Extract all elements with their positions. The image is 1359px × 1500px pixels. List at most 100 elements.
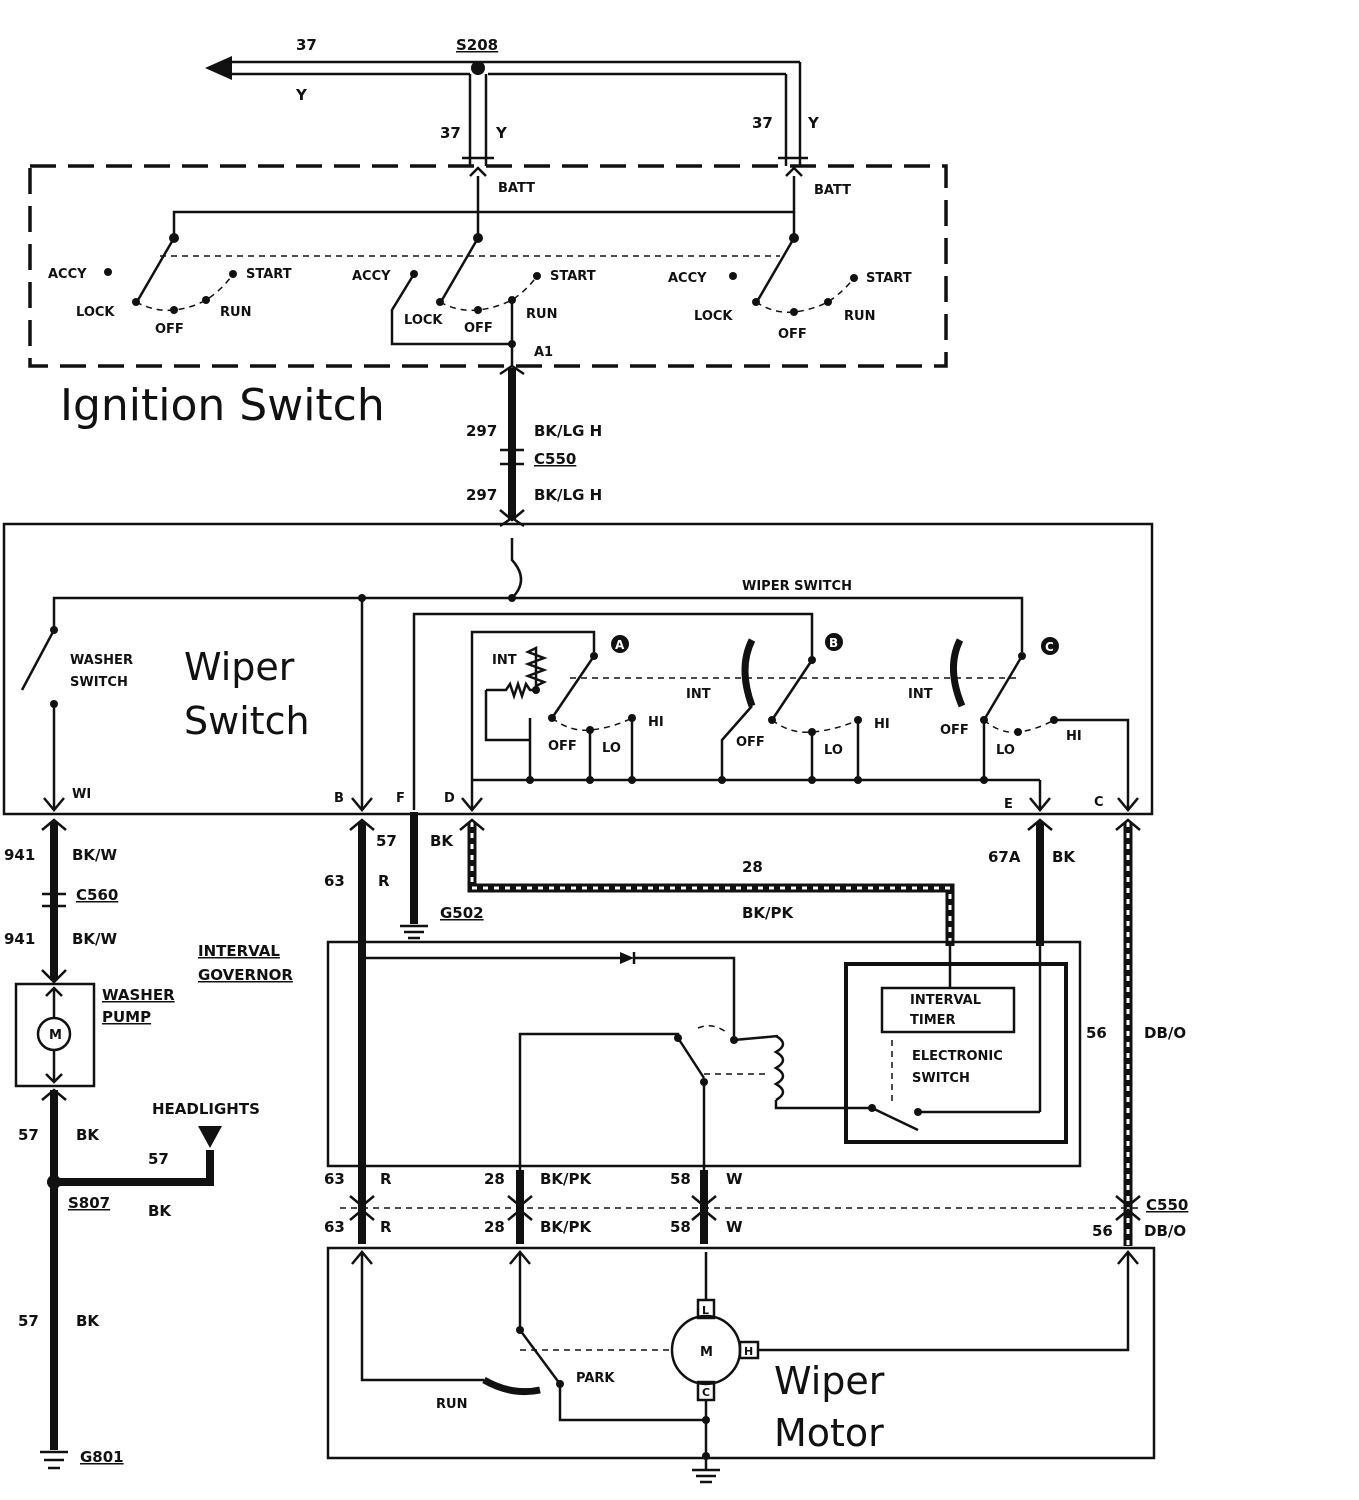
off-label-b: OFF: [736, 735, 765, 750]
int-label-b: INT: [686, 687, 711, 702]
ignition-switch-title: Ignition Switch: [60, 380, 385, 431]
electronic-module-box: [844, 962, 1068, 1144]
wire-bkpk-top-label: BK/PK: [742, 904, 795, 922]
wire-bklgh-label-2: BK/LG H: [534, 486, 602, 504]
off-label-3: OFF: [778, 327, 807, 342]
wire-dbo-side-label: DB/O: [1144, 1024, 1186, 1042]
ground-g502-label: G502: [440, 904, 484, 922]
switch-c-marker: [1041, 637, 1059, 655]
interval-timer-label-1: INTERVAL: [910, 993, 981, 1008]
run-label-3: RUN: [844, 309, 875, 324]
wire-37-left-label: 37: [440, 124, 461, 142]
wire-57-left-label-1: 57: [18, 1126, 39, 1144]
pin-wi-label: WI: [72, 787, 91, 802]
pin-e-label: E: [1004, 797, 1013, 812]
off-label-1: OFF: [155, 322, 184, 337]
run-label-1: RUN: [220, 305, 251, 320]
terminal-l: [696, 1298, 716, 1320]
lo-label-b: LO: [824, 743, 843, 758]
wire-bk-left-label-2: BK: [76, 1312, 100, 1330]
wire-56-side-label: 56: [1086, 1024, 1107, 1042]
switch-c-letter: C: [1045, 640, 1054, 654]
connector-c560-label: C560: [76, 886, 118, 904]
lock-label-1: LOCK: [76, 305, 115, 320]
off-label-c: OFF: [940, 723, 969, 738]
wire-y-label: Y: [295, 86, 308, 104]
start-label-2: START: [550, 269, 596, 284]
pump-motor-letter: M: [49, 1028, 62, 1043]
wire-56-label-b: 56: [1092, 1222, 1113, 1240]
interval-timer-box: [880, 986, 1016, 1034]
motor-letter: M: [700, 1345, 713, 1360]
off-label-2: OFF: [464, 321, 493, 336]
wiper-switch-header: WIPER SWITCH: [742, 579, 852, 594]
wire-63-top-label: 63: [324, 872, 345, 890]
run-motor-label: RUN: [436, 1397, 467, 1412]
wire-r-top-label: R: [378, 872, 390, 890]
feed-circuit-37: [205, 56, 808, 177]
electronic-switch-label-2: SWITCH: [912, 1071, 970, 1086]
wire-bkw-label-2: BK/W: [72, 930, 118, 948]
pin-b-label: B: [334, 791, 344, 806]
connector-c550-label-1: C550: [534, 450, 576, 468]
wire-bk-67a-label: BK: [1052, 848, 1076, 866]
wire-67a-label: 67A: [988, 848, 1021, 866]
diode-icon: [620, 952, 634, 964]
accy-label-1: ACCY: [48, 267, 87, 282]
wire-297-label-1: 297: [466, 422, 497, 440]
wire-57-left-label-2: 57: [18, 1312, 39, 1330]
wire-57-mid-label: 57: [376, 832, 397, 850]
wiper-motor-title-2: Motor: [774, 1411, 884, 1455]
ignition-switch: [28, 164, 948, 368]
interval-governor-label-2: GOVERNOR: [198, 966, 293, 984]
wire-58-label-a: 58: [670, 1170, 691, 1188]
splice-s208-label: S208: [456, 36, 498, 54]
wire-63-label-b: 63: [324, 1218, 345, 1236]
wire-r-label-b: R: [380, 1218, 392, 1236]
pin-d-label: D: [444, 791, 455, 806]
ground-g801-label: G801: [80, 1448, 124, 1466]
accy-label-3: ACCY: [668, 271, 707, 286]
wire-57-headlights-label: 57: [148, 1150, 169, 1168]
wire-37-right-label: 37: [752, 114, 773, 132]
wire-y-left-label: Y: [495, 124, 508, 142]
connector-c550-row: [340, 1170, 1141, 1244]
wiper-switch: [2, 522, 1154, 816]
park-label: PARK: [576, 1371, 615, 1386]
wire-28-label-a: 28: [484, 1170, 505, 1188]
lo-label-a: LO: [602, 741, 621, 756]
wire-bkpk-label-b: BK/PK: [540, 1218, 593, 1236]
int-label-c: INT: [908, 687, 933, 702]
wiper-switch-box: [2, 522, 1154, 816]
pin-f-label: F: [396, 791, 405, 806]
start-label-1: START: [246, 267, 292, 282]
pin-c-label: C: [1094, 795, 1104, 810]
hi-label-a: HI: [648, 715, 664, 730]
a1-label: A1: [534, 345, 553, 360]
hi-label-b: HI: [874, 717, 890, 732]
wire-941-label-1: 941: [4, 846, 35, 864]
headlights-label: HEADLIGHTS: [152, 1100, 260, 1118]
washer-pump-circuit: [14, 818, 222, 1470]
batt-label-2: BATT: [814, 183, 851, 198]
wire-bk-left-label-1: BK: [76, 1126, 100, 1144]
pump-motor-icon: [36, 1016, 72, 1052]
wire-w-label-b: W: [726, 1218, 743, 1236]
wire-bkpk-label-a: BK/PK: [540, 1170, 593, 1188]
wire-bklgh-label-1: BK/LG H: [534, 422, 602, 440]
switch-b-letter: B: [829, 636, 838, 650]
splice-s807: [47, 1175, 61, 1189]
interval-governor-label-1: INTERVAL: [198, 942, 280, 960]
circuit-297: [499, 364, 525, 528]
middle-harness: [349, 812, 1141, 1246]
wiper-switch-title-2: Switch: [184, 699, 310, 743]
switch-b-marker: [825, 633, 843, 651]
accy-label-2: ACCY: [352, 269, 391, 284]
headlights-arrow-icon: [198, 1126, 222, 1148]
off-label-a: OFF: [548, 739, 577, 754]
int-label-a: INT: [492, 653, 517, 668]
wire-bkw-label-1: BK/W: [72, 846, 118, 864]
wire-58-label-b: 58: [670, 1218, 691, 1236]
